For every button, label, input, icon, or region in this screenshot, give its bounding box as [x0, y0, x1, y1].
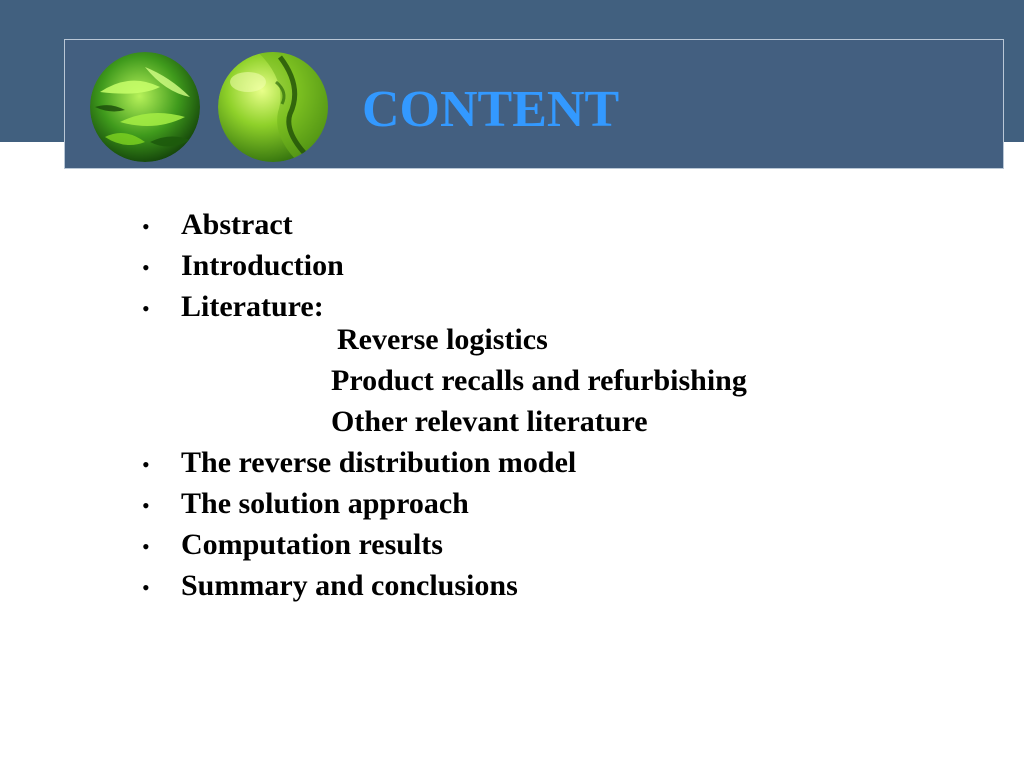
- bullet-icon: •: [142, 214, 150, 239]
- toc-item-introduction: Introduction: [181, 249, 344, 282]
- bullet-icon: •: [142, 452, 150, 477]
- toc-subitem-reverse-logistics: Reverse logistics: [337, 323, 548, 356]
- toc-item-computation-results: Computation results: [181, 528, 443, 561]
- green-leaves-orb-image: [90, 52, 200, 162]
- bullet-icon: •: [142, 534, 150, 559]
- toc-subitem-other-literature: Other relevant literature: [331, 405, 648, 438]
- bullet-icon: •: [142, 255, 150, 280]
- bullet-icon: •: [142, 575, 150, 600]
- toc-subitem-product-recalls: Product recalls and refurbishing: [331, 364, 747, 397]
- green-plant-orb-image: [218, 52, 328, 162]
- toc-item-literature: Literature:: [181, 290, 324, 323]
- toc-item-reverse-distribution-model: The reverse distribution model: [181, 446, 577, 479]
- toc-item-summary-conclusions: Summary and conclusions: [181, 569, 518, 602]
- slide-title: CONTENT: [362, 81, 620, 138]
- bullet-icon: •: [142, 493, 150, 518]
- toc-item-abstract: Abstract: [181, 208, 293, 241]
- toc-item-solution-approach: The solution approach: [181, 487, 469, 520]
- bullet-icon: •: [142, 296, 150, 321]
